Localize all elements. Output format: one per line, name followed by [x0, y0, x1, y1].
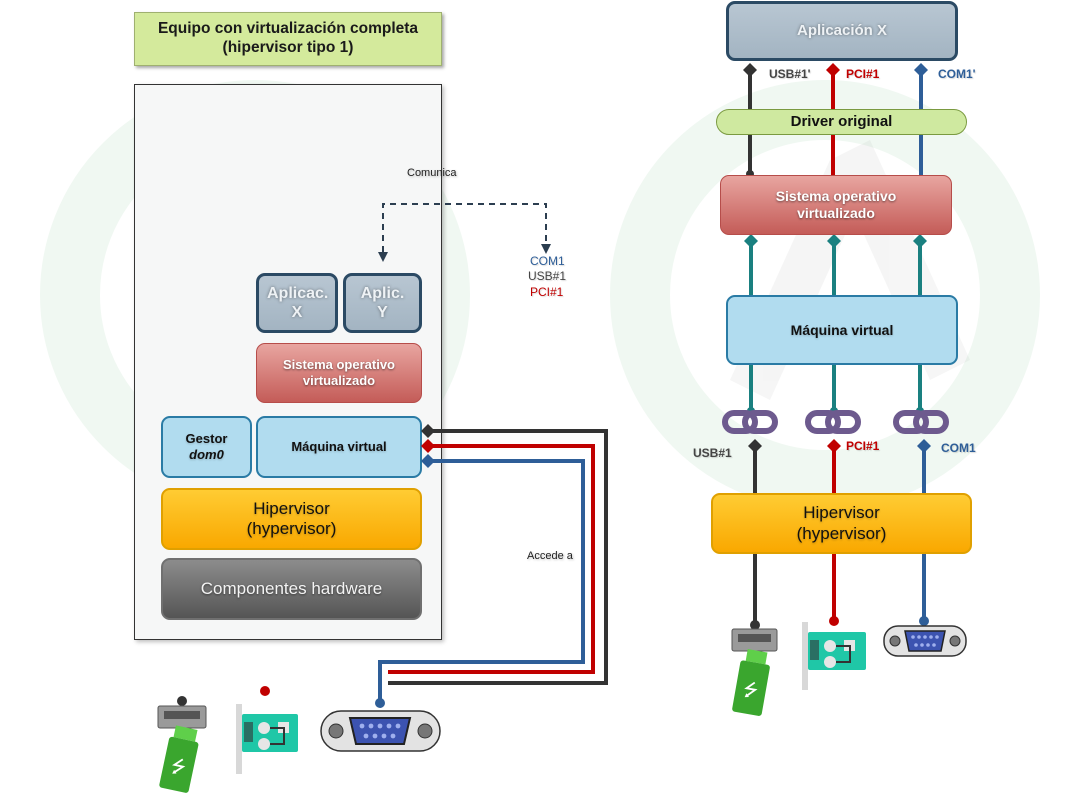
svg-text:⭍: ⭍: [741, 679, 759, 702]
svg-text:⭍: ⭍: [169, 755, 188, 779]
hw-pci-port-label: PCI#1: [846, 439, 880, 453]
virtual-machine-box-right: Máquina virtual: [726, 295, 958, 365]
hypervisor-box: Hipervisor (hypervisor): [161, 488, 422, 550]
comunica-label: Comunica: [407, 167, 457, 179]
virtual-machine-box: Máquina virtual: [256, 416, 422, 478]
usb-stick-icon: ⭍: [157, 705, 207, 793]
dom0-manager-box: Gestor dom0: [161, 416, 252, 478]
application-x-box: Aplicación X: [726, 1, 958, 61]
app-usb-port-label: USB#1': [769, 67, 811, 81]
hw-usb-port-label: USB#1: [693, 446, 732, 460]
diagram-title: Equipo con virtualización completa (hipe…: [134, 12, 442, 66]
hardware-components-box: Componentes hardware: [161, 558, 422, 620]
hw-com-port-label: COM1: [941, 441, 976, 455]
original-driver-box: Driver original: [716, 109, 967, 135]
hypervisor-box-right: Hipervisor (hypervisor): [711, 493, 972, 554]
accede-label: Accede a: [527, 550, 573, 562]
target-usb-label: USB#1: [528, 269, 567, 283]
target-pci-label: PCI#1: [530, 285, 564, 299]
app-y-box: Aplic. Y: [343, 273, 422, 333]
pci-card-icon: [236, 704, 298, 774]
app-x-box: Aplicac. X: [256, 273, 338, 333]
app-com-port-label: COM1': [938, 67, 976, 81]
virtualized-os-box: Sistema operativo virtualizado: [256, 343, 422, 403]
serial-port-icon: [320, 710, 441, 752]
pci-card-icon-right: [802, 622, 866, 690]
target-com-label: COM1: [530, 254, 565, 268]
virtualized-os-box-right: Sistema operativo virtualizado: [720, 175, 952, 235]
app-pci-port-label: PCI#1: [846, 67, 880, 81]
usb-stick-icon-right: ⭍: [731, 628, 778, 716]
serial-port-icon-right: [883, 625, 967, 657]
